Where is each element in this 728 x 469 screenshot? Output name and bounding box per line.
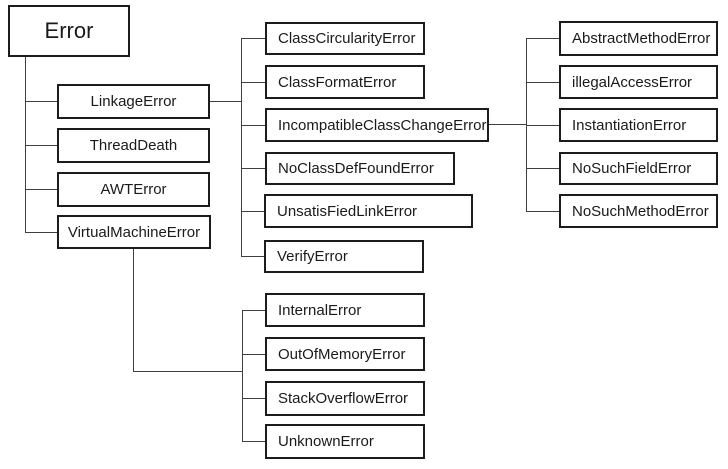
connector-linkage-children-trunk bbox=[241, 38, 242, 257]
connector-branch-unknown-error bbox=[242, 441, 265, 442]
node-thread-death: ThreadDeath bbox=[57, 128, 210, 163]
node-verify-error: VerifyError bbox=[264, 240, 424, 273]
connector-vm-drop bbox=[133, 249, 134, 372]
node-no-such-method-error: NoSuchMethodError bbox=[559, 194, 718, 228]
connector-branch-awt-error bbox=[25, 189, 57, 190]
connector-branch-thread-death bbox=[25, 145, 57, 146]
connector-branch-virtual-machine-error bbox=[25, 232, 57, 233]
connector-branch-linkage-error bbox=[25, 101, 57, 102]
connector-branch-no-such-field-error bbox=[526, 168, 559, 169]
node-error: Error bbox=[8, 5, 130, 57]
node-incompatible-class-change-error: IncompatibleClassChangeError bbox=[265, 108, 489, 142]
connector-branch-stack-overflow-error bbox=[242, 398, 265, 399]
connector-branch-abstract-method-error bbox=[526, 38, 559, 39]
node-unsatisfied-link-error: UnsatisFiedLinkError bbox=[264, 194, 473, 228]
node-no-such-field-error: NoSuchFieldError bbox=[559, 152, 718, 185]
connector-branch-verify-error bbox=[241, 256, 264, 257]
connector-branch-no-class-def-found-error bbox=[241, 168, 265, 169]
connector-vm-horizontal bbox=[133, 371, 243, 372]
node-out-of-memory-error: OutOfMemoryError bbox=[265, 337, 425, 371]
connector-branch-instantiation-error bbox=[526, 125, 559, 126]
connector-branch-incompatible-class-change-error bbox=[241, 125, 265, 126]
node-class-format-error: ClassFormatError bbox=[265, 65, 425, 99]
connector-branch-no-such-method-error bbox=[526, 211, 559, 212]
node-stack-overflow-error: StackOverflowError bbox=[265, 381, 425, 416]
node-virtual-machine-error: VirtualMachineError bbox=[57, 215, 211, 249]
connector-branch-unsatisfied-link-error bbox=[241, 211, 264, 212]
node-awt-error: AWTError bbox=[57, 172, 210, 207]
node-internal-error: InternalError bbox=[265, 293, 425, 327]
node-class-circularity-error: ClassCircularityError bbox=[265, 22, 425, 55]
node-illegal-access-error: illegalAccessError bbox=[559, 65, 718, 99]
connector-branch-internal-error bbox=[242, 310, 265, 311]
connector-vm-children-trunk bbox=[242, 310, 243, 442]
node-linkage-error: LinkageError bbox=[57, 84, 210, 119]
node-instantiation-error: InstantiationError bbox=[559, 108, 718, 142]
connector-branch-class-circularity-error bbox=[241, 38, 265, 39]
connector-branch-illegal-access-error bbox=[526, 82, 559, 83]
node-no-class-def-found-error: NoClassDefFoundError bbox=[265, 152, 455, 185]
connector-branch-class-format-error bbox=[241, 82, 265, 83]
connector-incompatible-out bbox=[489, 124, 526, 125]
node-unknown-error: UnknownError bbox=[265, 424, 425, 459]
connector-branch-out-of-memory-error bbox=[242, 354, 265, 355]
connector-linkage-error-out bbox=[210, 101, 241, 102]
node-abstract-method-error: AbstractMethodError bbox=[559, 21, 718, 56]
